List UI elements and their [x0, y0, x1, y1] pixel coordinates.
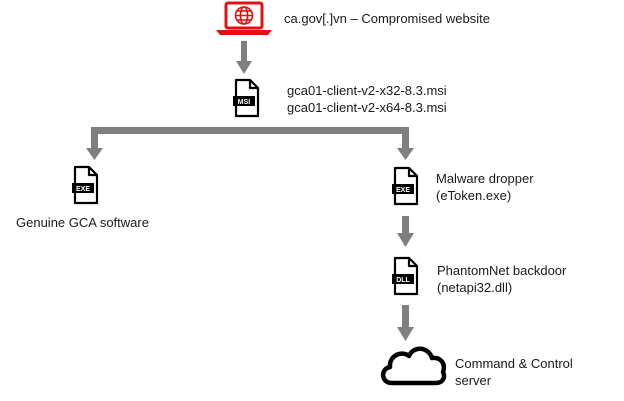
arrow-site-to-installer	[236, 41, 252, 74]
installer-filename-x32: gca01-client-v2-x32-8.3.msi	[287, 83, 447, 98]
badge-msi: MSI	[238, 99, 251, 106]
compromised-site-label: ca.gov[.]vn – Compromised website	[284, 11, 490, 26]
file-icon-msi: MSI	[233, 78, 260, 118]
arrow-backdoor-to-c2	[397, 305, 414, 341]
laptop-globe-icon	[216, 1, 272, 35]
backdoor-filename: (netapi32.dll)	[437, 280, 513, 295]
arrow-to-genuine	[86, 127, 103, 160]
badge-genuine-exe: EXE	[76, 186, 90, 193]
c2-label-line2: server	[455, 373, 492, 388]
arrow-to-dropper	[397, 127, 414, 160]
badge-dll: DLL	[396, 277, 410, 284]
file-icon-dll: DLL	[392, 256, 419, 296]
dropper-label: Malware dropper	[436, 171, 534, 186]
arrows	[86, 41, 414, 341]
c2-label-line1: Command & Control	[455, 356, 573, 371]
file-icon-genuine-exe: EXE	[72, 165, 99, 205]
installer-filename-x64: gca01-client-v2-x64-8.3.msi	[287, 100, 447, 115]
backdoor-label: PhantomNet backdoor	[437, 263, 567, 278]
dropper-filename: (eToken.exe)	[436, 188, 512, 203]
arrow-installer-split	[91, 127, 409, 134]
badge-dropper-exe: EXE	[396, 187, 410, 194]
arrow-dropper-to-backdoor	[397, 216, 414, 247]
cloud-icon	[380, 346, 447, 386]
genuine-software-label: Genuine GCA software	[16, 215, 149, 230]
file-icon-dropper-exe: EXE	[392, 166, 419, 206]
